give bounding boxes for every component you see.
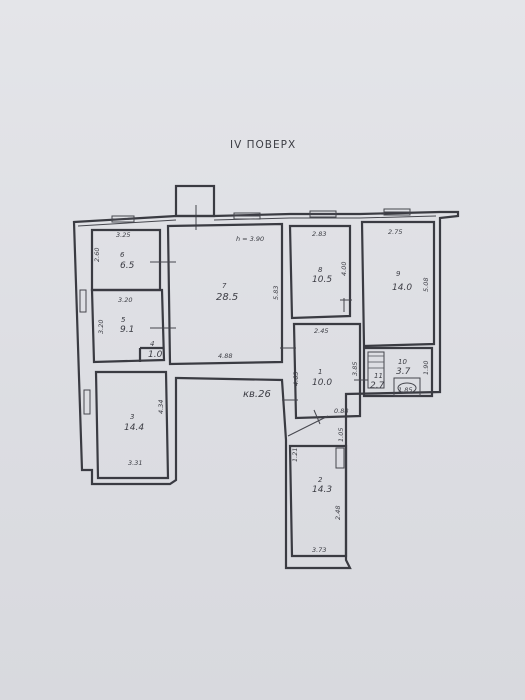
room-7-id: 7: [222, 282, 227, 290]
room-10-area: 3.7: [396, 367, 411, 377]
room-1-area: 10.0: [312, 378, 332, 388]
room-5-id: 5: [121, 316, 126, 324]
windows: [79, 208, 411, 415]
dim-room-5-height: 3.20: [97, 320, 105, 334]
dim-room-2-left: 1.21: [291, 448, 299, 462]
dim-room-8-width: 2.83: [312, 230, 326, 238]
dim-room-2-right: 2.48: [334, 506, 342, 520]
floor-title: IV ПОВЕРХ: [230, 139, 296, 151]
room-9-id: 9: [396, 270, 401, 278]
bathroom-fixtures: [335, 351, 421, 469]
room-11-area: 2.7: [370, 381, 385, 391]
apartment-label: кв.26: [243, 389, 271, 400]
room-4-id: 4: [150, 340, 154, 348]
dim-room-6-width: 3.25: [116, 231, 130, 239]
outer-walls: [72, 210, 460, 570]
dim-room-6-height: 2.60: [93, 248, 101, 262]
dim-room-1-left: 4.63: [292, 372, 300, 386]
dim-room-5-width: 3.20: [118, 296, 132, 304]
dim-room-10-width: 1.85: [398, 386, 412, 394]
room-7-area: 28.5: [216, 292, 238, 303]
dim-room-7-width: 4.88: [218, 352, 232, 360]
dim-room-10-height: 1.90: [422, 361, 430, 375]
dim-room-3-width: 3.31: [128, 459, 142, 467]
dim-room-11-width: 1.05: [337, 428, 345, 442]
dim-room-9-width: 2.75: [388, 228, 402, 236]
room-3-id: 3: [130, 413, 134, 421]
dim-room-7-height: 5.83: [272, 286, 280, 300]
room-2-id: 2: [318, 476, 323, 484]
room-10-id: 10: [398, 358, 407, 366]
room-4-area: 1.0: [148, 350, 163, 360]
dim-room-1-right: 3.85: [351, 362, 359, 376]
dim-room-8-height: 4.00: [340, 262, 348, 276]
room-3-area: 14.4: [124, 423, 144, 433]
dim-room-1-bottom: 0.88: [334, 407, 348, 415]
dim-room-9-height: 5.08: [422, 278, 430, 292]
room-8-id: 8: [318, 266, 323, 274]
room-8-area: 10.5: [312, 275, 332, 285]
room-9-area: 14.0: [392, 283, 412, 293]
room-6-id: 6: [120, 251, 125, 259]
dim-room-1-width: 2.45: [314, 327, 328, 335]
doors: [150, 261, 368, 437]
room-2-area: 14.3: [312, 485, 332, 495]
dim-room-3-height: 4.34: [157, 400, 165, 414]
room-11-id: 11: [374, 372, 383, 380]
room-1-id: 1: [318, 368, 322, 376]
ceiling-height: h = 3.90: [236, 235, 264, 243]
balcony-projection: [174, 184, 216, 218]
room-6-area: 6.5: [120, 261, 135, 271]
dim-room-2-width: 3.73: [312, 546, 326, 554]
room-5-area: 9.1: [120, 325, 134, 335]
